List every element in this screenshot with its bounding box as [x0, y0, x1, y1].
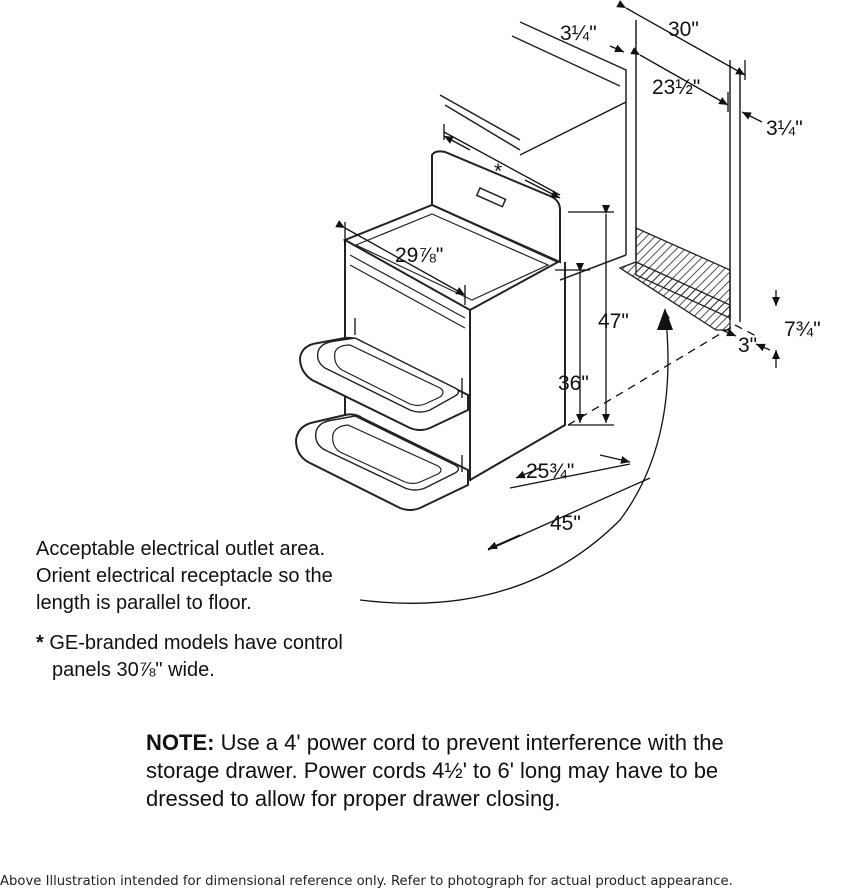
dimension-lines	[335, 0, 780, 604]
outlet-area-caption: Acceptable electrical outlet area. Orien…	[36, 536, 333, 617]
outlet-area-hatch	[618, 226, 731, 331]
note-block: NOTE: Use a 4' power cord to prevent int…	[146, 729, 746, 813]
dim-cabinet-width: 30"	[668, 18, 699, 41]
asterisk-note-line-1: * GE-branded models have control	[36, 630, 343, 657]
dim-control-panel-asterisk: *	[494, 160, 502, 183]
asterisk-note-text-1: GE-branded models have control	[49, 632, 343, 654]
dim-outlet-offset: 3"	[738, 334, 757, 357]
dim-depth-door-open: 45"	[550, 512, 581, 535]
outlet-caption-line-3: length is parallel to floor.	[36, 592, 252, 614]
footer-disclaimer: Above Illustration intended for dimensio…	[0, 874, 733, 889]
upper-drawer	[298, 318, 469, 431]
asterisk-mark: *	[36, 632, 44, 654]
dim-cabinet-depth-right: 3¼"	[766, 117, 803, 140]
outlet-caption-line-1: Acceptable electrical outlet area.	[36, 538, 326, 560]
dim-cabinet-depth-left: 3¼"	[560, 22, 597, 45]
dim-overall-height: 47"	[598, 310, 629, 333]
dim-outlet-height: 7¾"	[784, 318, 821, 341]
note-label: NOTE:	[146, 730, 215, 755]
asterisk-note-line-2: panels 30⅞" wide.	[52, 659, 215, 681]
outlet-arrow	[657, 308, 673, 330]
lower-drawer	[294, 413, 469, 511]
asterisk-note: * GE-branded models have control panels …	[36, 630, 343, 684]
note-text: Use a 4' power cord to prevent interfere…	[146, 730, 724, 811]
dim-cooktop-width: 29⅞"	[395, 244, 443, 267]
dim-depth: 25¾"	[526, 460, 574, 483]
dim-counter-height: 36"	[558, 372, 589, 395]
outlet-caption-line-2: Orient electrical receptacle so the	[36, 565, 333, 587]
dim-cutout-width: 23½"	[652, 76, 700, 99]
dimension-labels: 3¼" 30" 23½" 3¼" * 29⅞" 47" 36" 25¾" 45"…	[395, 18, 821, 535]
